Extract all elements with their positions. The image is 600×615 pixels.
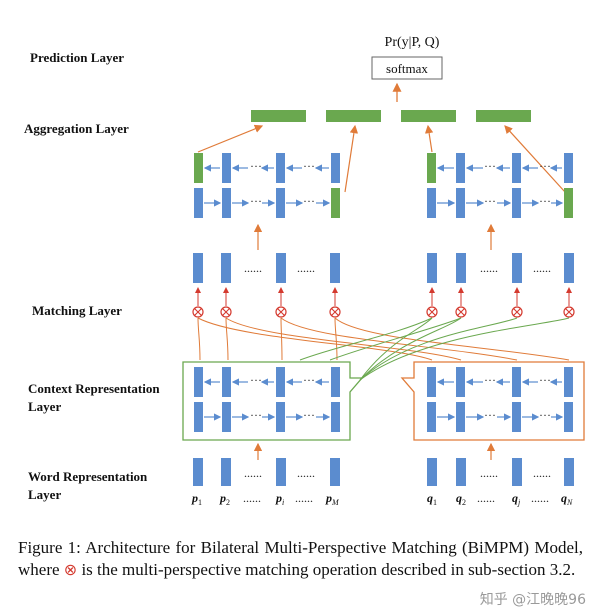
lstm-cell-final (194, 153, 203, 183)
softmax-box (371, 56, 443, 80)
word-layer-label-line2: Layer (28, 487, 61, 502)
p-word-labels: p1 p2 ...... pi ...... pM (191, 491, 340, 507)
svg-text:......: ...... (297, 466, 315, 480)
word-vectors: ...... ...... ...... ...... (193, 458, 574, 486)
otimes-icon (563, 306, 575, 318)
lstm-cell-final (564, 188, 573, 218)
lstm-cell (456, 153, 465, 183)
lstm-cell (276, 188, 285, 218)
svg-text:···: ··· (539, 159, 551, 173)
svg-text:···: ··· (484, 408, 496, 422)
lstm-cell (512, 188, 521, 218)
svg-text:......: ...... (244, 466, 262, 480)
otimes-icon (329, 306, 341, 318)
agg-arrow (504, 125, 566, 193)
softmax-label: softmax (386, 61, 428, 76)
aggregation-output (251, 110, 306, 122)
svg-text:......: ...... (480, 466, 498, 480)
matching-layer-label: Matching Layer (32, 303, 122, 318)
svg-text:......: ...... (480, 261, 498, 275)
svg-text:......: ...... (297, 261, 315, 275)
otimes-icon: ⊗ (63, 562, 78, 579)
aggregation-bilstm-left: ··· ··· ··· ··· (194, 153, 340, 218)
aggregation-output (401, 110, 456, 122)
svg-text:···: ··· (303, 159, 315, 173)
svg-text:......: ...... (243, 491, 261, 505)
svg-text:···: ··· (250, 408, 262, 422)
svg-text:···: ··· (250, 373, 262, 387)
svg-text:q2: q2 (456, 491, 466, 507)
svg-text:···: ··· (484, 194, 496, 208)
lstm-cell (276, 153, 285, 183)
svg-text:···: ··· (484, 373, 496, 387)
aggregation-output (326, 110, 381, 122)
aggregation-bilstm-right: ··· ··· ··· ··· (427, 153, 573, 218)
context-left-border (182, 361, 364, 441)
lstm-cell (456, 188, 465, 218)
matching-vectors: ...... ...... ...... ...... (193, 253, 574, 283)
svg-text:···: ··· (303, 408, 315, 422)
svg-text:......: ...... (531, 491, 549, 505)
context-bilstm-left: ··· ··· ··· ··· (194, 367, 340, 432)
svg-text:q1: q1 (427, 491, 437, 507)
svg-text:......: ...... (295, 491, 313, 505)
otimes-icon (455, 306, 467, 318)
svg-text:···: ··· (250, 159, 262, 173)
aggregation-layer-label: Aggregation Layer (24, 121, 129, 136)
cross-matching-curves (197, 317, 570, 381)
q-word-labels: q1 q2 ...... qj ...... qN (427, 491, 573, 507)
context-layer-label-line1: Context Representation (28, 381, 160, 396)
agg-arrow (197, 124, 264, 153)
watermark: 知乎 @江晚晚96 (479, 592, 586, 608)
svg-text:···: ··· (539, 373, 551, 387)
prediction-formula: Pr(y|P, Q) (385, 35, 440, 50)
lstm-cell (331, 153, 340, 183)
svg-text:···: ··· (484, 159, 496, 173)
svg-text:p1: p1 (191, 491, 202, 507)
svg-text:pM: pM (325, 491, 340, 507)
matching-operators (192, 287, 575, 318)
agg-arrow (344, 124, 359, 193)
lstm-cell-final (331, 188, 340, 218)
prediction-layer-label: Prediction Layer (30, 50, 124, 65)
aggregation-output (476, 110, 531, 122)
otimes-icon (426, 306, 438, 318)
lstm-cell (222, 188, 231, 218)
otimes-icon (511, 306, 523, 318)
svg-text:......: ...... (244, 261, 262, 275)
svg-text:p2: p2 (219, 491, 230, 507)
context-right-border (400, 361, 585, 441)
word-layer-label-line1: Word Representation (28, 469, 148, 484)
bimpm-diagram: Prediction Layer Aggregation Layer Match… (24, 35, 585, 507)
svg-text:......: ...... (533, 466, 551, 480)
otimes-icon (220, 306, 232, 318)
figure-caption: Figure 1: Architecture for Bilateral Mul… (18, 538, 583, 579)
otimes-icon (275, 306, 287, 318)
svg-text:···: ··· (303, 194, 315, 208)
svg-text:pi: pi (275, 491, 284, 507)
lstm-cell-final (427, 153, 436, 183)
svg-text:···: ··· (303, 373, 315, 387)
lstm-cell (427, 188, 436, 218)
agg-arrow (424, 124, 434, 153)
lstm-cell (564, 153, 573, 183)
context-layer-label-line2: Layer (28, 399, 61, 414)
svg-text:···: ··· (250, 194, 262, 208)
context-bilstm-right: ··· ··· ··· ··· (427, 367, 573, 432)
svg-text:qN: qN (561, 491, 573, 507)
svg-text:···: ··· (539, 194, 551, 208)
lstm-cell (222, 153, 231, 183)
svg-text:......: ...... (477, 491, 495, 505)
otimes-icon (192, 306, 204, 318)
svg-text:......: ...... (533, 261, 551, 275)
lstm-cell (512, 153, 521, 183)
lstm-cell (194, 188, 203, 218)
svg-text:···: ··· (539, 408, 551, 422)
svg-text:qj: qj (512, 491, 521, 507)
